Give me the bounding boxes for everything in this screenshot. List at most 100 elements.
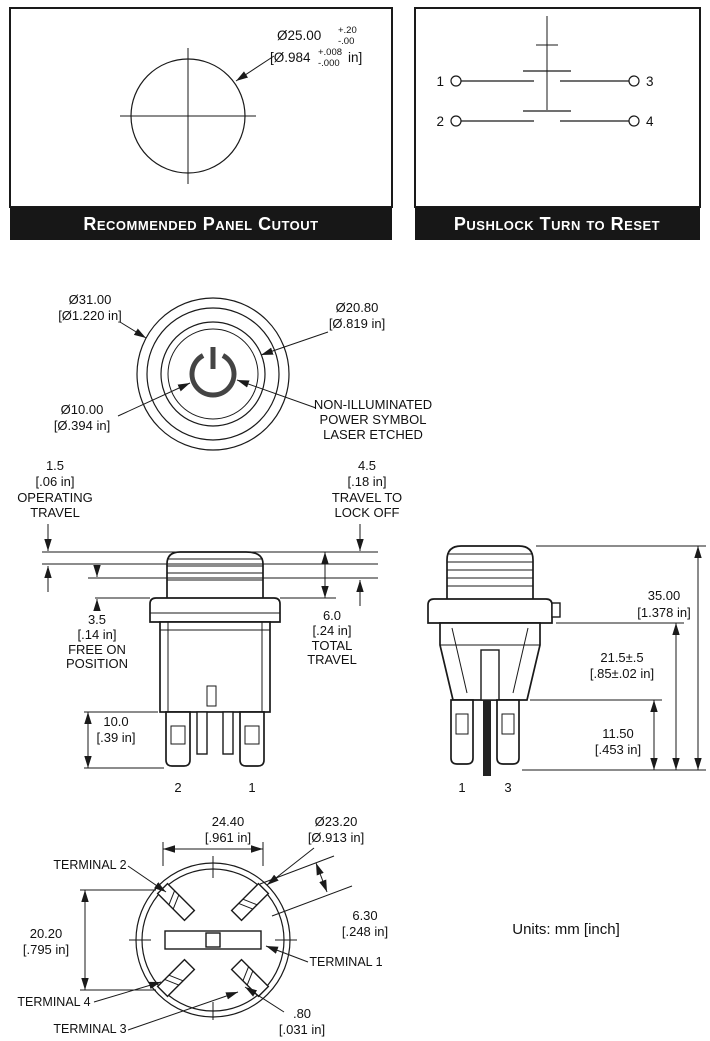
schematic-title: Pushlock Turn to Reset	[454, 214, 660, 234]
tab-length-in: [.39 in]	[96, 730, 135, 745]
terminal-1-label: TERMINAL 1	[309, 955, 382, 969]
symbol-note-line3: LASER ETCHED	[323, 427, 423, 442]
height-in: [1.378 in]	[637, 605, 691, 620]
symbol-note-line2: POWER SYMBOL	[320, 412, 427, 427]
symbol-note-line1: NON-ILLUMINATED	[314, 397, 432, 412]
op-travel-label2: TRAVEL	[30, 505, 80, 520]
term-len-ext-1	[259, 855, 335, 885]
schematic-title-bar	[415, 207, 700, 240]
thickness-mm: .80	[293, 1006, 311, 1021]
left-view-terminal-2: 2	[174, 780, 181, 795]
flange-outline-right	[427, 598, 553, 624]
span-in: [.961 in]	[205, 830, 251, 845]
term-len-ext-2	[271, 885, 353, 917]
terminal-1-leader	[265, 945, 309, 963]
terminal-node-1	[450, 75, 462, 87]
terminal-tab-1	[239, 711, 265, 767]
schematic-view: Pushlock Turn to Reset 1 2 3 4	[414, 7, 701, 240]
terminal-hole	[244, 725, 260, 745]
ring-dia-leader	[260, 331, 329, 356]
free-on-in: [.14 in]	[77, 627, 116, 642]
span-mm: 24.40	[212, 814, 245, 829]
total-travel-in: [.24 in]	[312, 623, 351, 638]
terminal-2-tab	[156, 882, 196, 922]
term-len-dim-line	[315, 862, 328, 893]
symbol-dia-mm: Ø10.00	[61, 402, 104, 417]
op-travel-label1: OPERATING	[17, 490, 93, 505]
terminal-4-label: TERMINAL 4	[17, 995, 90, 1009]
terminal-2-label: TERMINAL 2	[53, 858, 126, 872]
schematic-terminal-4-label: 4	[646, 114, 654, 129]
terminal-tab-2	[165, 711, 191, 767]
travel-dimensions: 1.5 [.06 in] OPERATING TRAVEL 4.5 [.18 i…	[17, 458, 402, 769]
ring-dia-in: [Ø.819 in]	[329, 316, 385, 331]
total-travel-label1: TOTAL	[312, 638, 353, 653]
latch-wing-right	[512, 627, 529, 694]
free-on-mm: 3.5	[88, 612, 106, 627]
front-view: Ø31.00 [Ø1.220 in] Ø20.80 [Ø.819 in] Ø10…	[54, 292, 432, 451]
schematic-terminal-3-label: 3	[646, 74, 654, 89]
terminal-3-leader	[127, 991, 239, 1031]
thickness-in: [.031 in]	[279, 1022, 325, 1037]
cutout-tol-in-plus: +.008	[318, 47, 342, 58]
panel-cutout-title-bar	[10, 207, 392, 240]
power-symbol-arc	[189, 353, 237, 398]
base-dia-in: [Ø.913 in]	[308, 830, 364, 845]
behind-panel-mm: 21.5±.5	[600, 650, 643, 665]
terminal-node-4	[628, 115, 640, 127]
behind-panel-in: [.85±.02 in]	[590, 666, 654, 681]
latch-wing-left	[451, 627, 468, 694]
terminal-node-3	[628, 75, 640, 87]
side-view-right: 1 3 35.00 [1.378 in] 21.5±.5 [.85±.02 in…	[427, 545, 706, 795]
terminal-node-2	[450, 115, 462, 127]
button-face-circle	[160, 321, 266, 427]
lower-mm: 11.50	[602, 726, 634, 741]
term-len-mm: 6.30	[352, 908, 377, 923]
button-inner-circle	[167, 328, 259, 420]
terminal-tab-right-3	[496, 699, 520, 765]
center-actuator	[205, 932, 221, 948]
button-bezel-circle	[146, 307, 280, 441]
terminal-hole	[501, 713, 515, 735]
schematic-terminal-1-label: 1	[436, 74, 444, 89]
outer-dia-mm: Ø31.00	[69, 292, 112, 307]
terminal-hole	[455, 713, 469, 735]
cutout-dia-mm: Ø25.00	[277, 28, 321, 43]
center-pin	[483, 700, 491, 776]
panel-cutout-title: Recommended Panel Cutout	[83, 214, 318, 234]
terminal-hole	[170, 725, 186, 745]
left-view-terminal-1: 1	[248, 780, 255, 795]
terminal-tab-right-1	[450, 699, 474, 765]
terminal-3-tab	[230, 958, 270, 998]
ring-dia-mm: Ø20.80	[336, 300, 379, 315]
cutout-leader-line	[235, 55, 275, 82]
anti-rotation-tab	[551, 602, 561, 618]
terminal-4-tab	[156, 958, 196, 998]
lower-in: [.453 in]	[595, 742, 641, 757]
schematic-frame	[414, 7, 701, 208]
button-outer-circle	[136, 297, 290, 451]
cutout-in-suffix: in]	[348, 50, 362, 65]
symbol-dia-leader	[117, 382, 191, 417]
bottom-view: 24.40 [.961 in] Ø23.20 [Ø.913 in] 20.20 …	[17, 814, 388, 1037]
total-travel-label2: TRAVEL	[307, 652, 357, 667]
free-on-label1: FREE ON	[68, 642, 126, 657]
plunger-shaft	[480, 649, 500, 701]
thickness-leader	[244, 986, 285, 1013]
panel-cutout-frame	[9, 7, 393, 208]
symbol-dia-in: [Ø.394 in]	[54, 418, 110, 433]
base-height-in: [.795 in]	[23, 942, 69, 957]
op-travel-mm: 1.5	[46, 458, 64, 473]
cutout-tol-mm-plus: +.20	[338, 25, 357, 36]
op-travel-in: [.06 in]	[35, 474, 74, 489]
rear-terminal-tab	[222, 711, 234, 755]
symbol-note-leader	[236, 379, 317, 409]
schematic-terminal-2-label: 2	[436, 114, 444, 129]
cutout-tol-in-minus: -.000	[318, 58, 340, 69]
terminal-2-leader	[127, 865, 167, 893]
tab-length-mm: 10.0	[103, 714, 128, 729]
terminal-1-tab	[230, 882, 270, 922]
height-mm: 35.00	[648, 588, 681, 603]
rear-terminal-tab	[196, 711, 208, 755]
